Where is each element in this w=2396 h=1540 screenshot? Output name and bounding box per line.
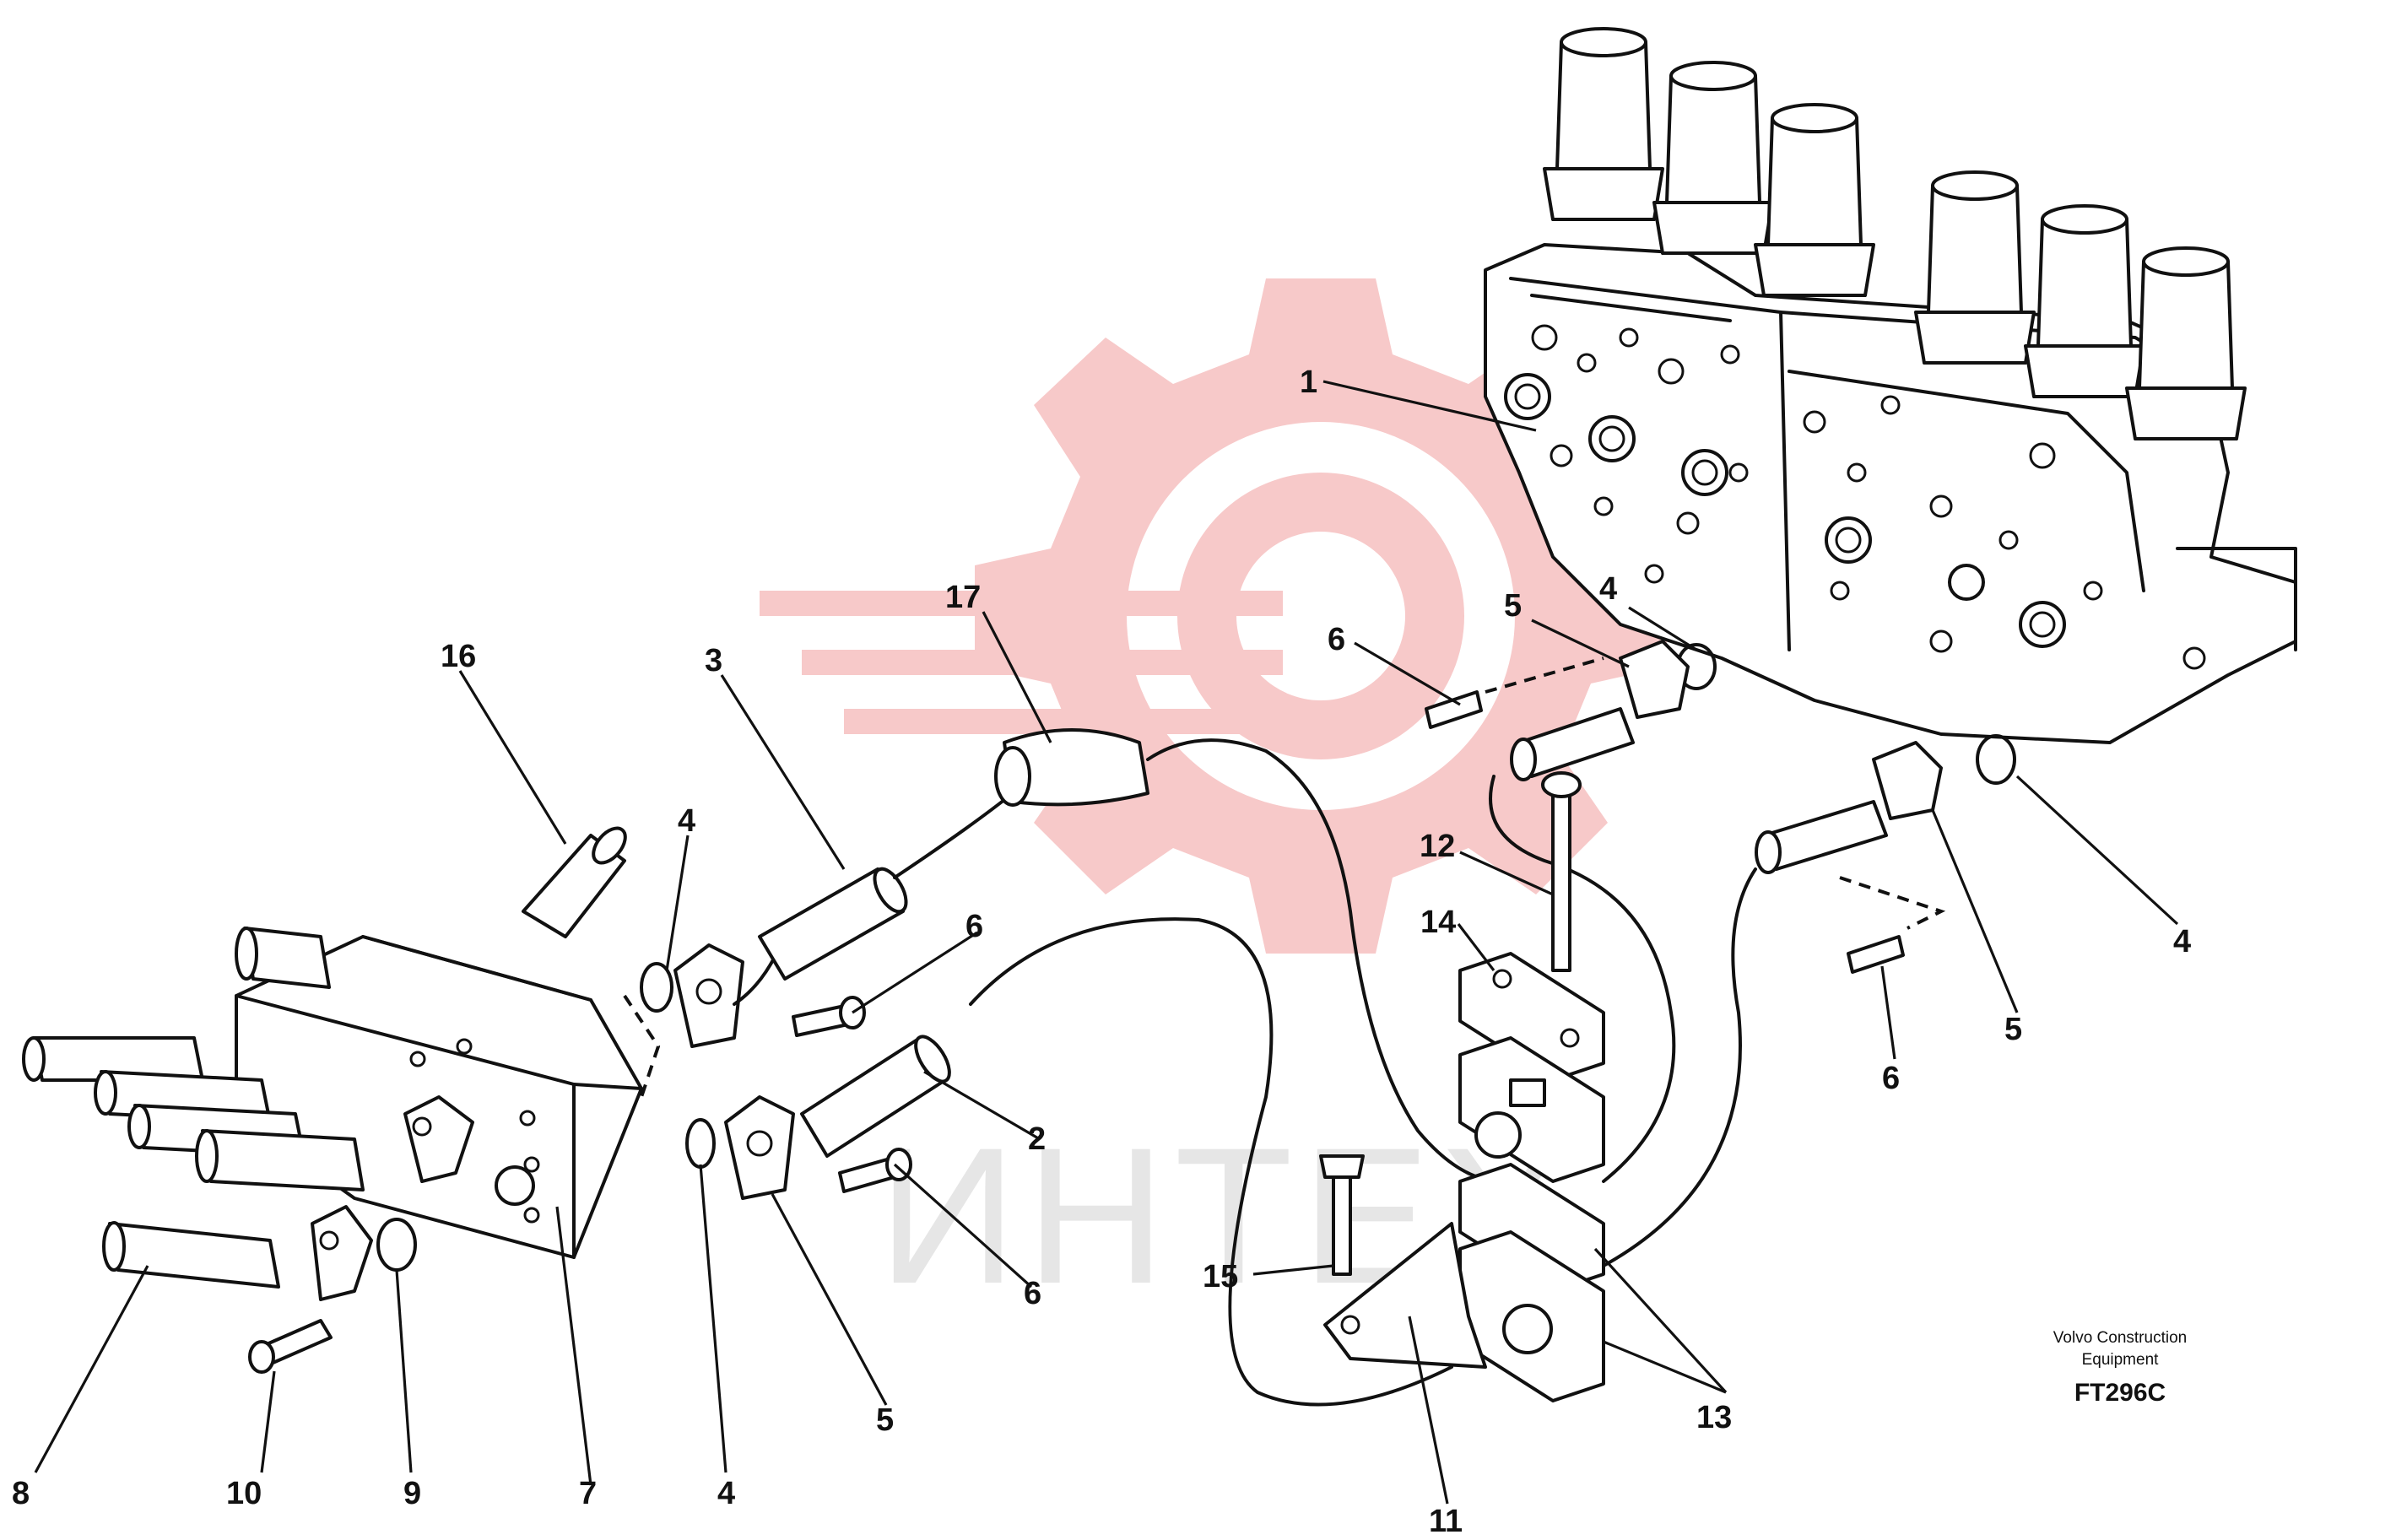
valve-holes [1531,324,2206,670]
callout-3: 3 [705,643,722,678]
callout-15: 15 [1203,1259,1238,1294]
callout-5-valve-lower: 5 [2004,1012,2022,1047]
callout-16: 16 [441,639,476,674]
screw-10 [248,1319,333,1374]
callout-7: 7 [579,1476,597,1511]
valve-fitting-upper [1425,640,1717,1183]
clamp-assembly [1319,771,1605,1402]
credit-line-1: Volvo Construction [2053,1329,2187,1347]
callout-4-valve-lower: 4 [2173,924,2191,959]
credit-line-2: Equipment [2082,1351,2160,1369]
callout-10: 10 [226,1476,262,1511]
callout-9: 9 [403,1476,421,1511]
callout-11: 11 [1429,1504,1463,1539]
callout-6-valve-lower: 6 [1882,1061,1900,1096]
callout-12: 12 [1420,829,1455,864]
callout-1: 1 [1300,365,1317,400]
o-ring-9 [376,1218,417,1272]
callout-5-block: 5 [876,1402,894,1438]
distribution-block [22,927,643,1301]
upper-fitting [640,792,1014,1048]
leader-lines [34,380,2179,1505]
callout-2: 2 [1028,1121,1046,1157]
main-control-valve [1484,27,2297,744]
callout-4-valve-upper: 4 [1599,571,1617,607]
valve-fitting-lower [1571,734,2016,1318]
callout-6-block-upper: 6 [965,909,983,944]
callout-labels: 1 2 3 4 4 4 4 5 5 5 6 6 6 6 7 8 9 10 11 … [12,365,2191,1539]
callout-5-valve-upper: 5 [1504,588,1522,624]
figure-code: FT296C [2074,1379,2166,1407]
block-hoses [22,927,365,1289]
solenoid-cartridges [1543,27,2247,440]
callout-8: 8 [12,1476,30,1511]
alignment-dash-left [623,994,661,1098]
valve-bolts [1504,373,2066,648]
callout-17: 17 [945,580,981,615]
callout-13: 13 [1696,1400,1732,1435]
credit-block: Volvo Construction Equipment FT296C [2053,1329,2187,1407]
hose-sleeve-17 [994,728,1504,1183]
hose-16 [522,826,627,938]
callout-6-block-lower: 6 [1024,1276,1041,1311]
callout-4-block-upper: 4 [678,803,695,839]
callout-6-valve-upper: 6 [1328,622,1345,657]
block-flanges [311,1095,474,1301]
callout-4-block-lower: 4 [717,1476,735,1511]
lower-fitting [685,917,1453,1407]
callout-14: 14 [1420,905,1456,940]
